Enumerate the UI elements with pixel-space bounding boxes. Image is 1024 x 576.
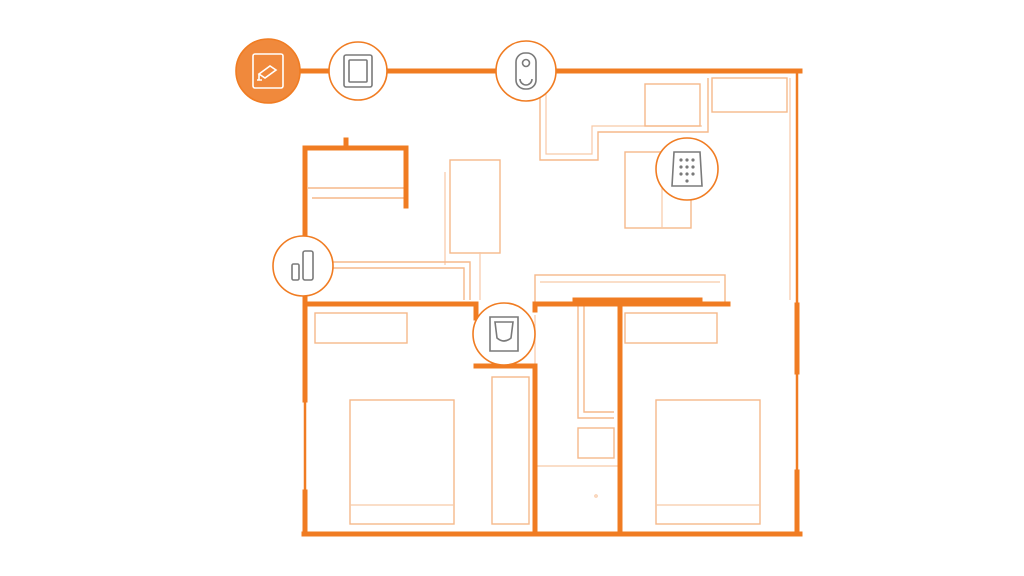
tablet-icon: [343, 54, 373, 88]
motion-sensor-marker[interactable]: [472, 302, 536, 366]
coffee-table: [449, 159, 501, 254]
motion-sensor-icon: [489, 316, 519, 352]
right-bed: [655, 399, 761, 525]
camera-icon: [257, 65, 278, 81]
video-doorbell-marker[interactable]: [495, 40, 557, 102]
security-camera-marker[interactable]: [235, 38, 301, 104]
right-bedroom-dresser: [624, 312, 718, 344]
left-bed: [349, 399, 455, 525]
doorbell-icon: [515, 52, 537, 90]
furniture-layer: [308, 77, 791, 525]
left-wardrobe: [491, 376, 530, 525]
door-sensor-marker[interactable]: [272, 235, 334, 297]
keypad-icon: [671, 151, 703, 187]
left-wall: [302, 145, 409, 241]
kitchen-sink: [644, 83, 701, 127]
smart-panel-marker[interactable]: [328, 41, 388, 101]
left-bedroom-dresser: [314, 312, 408, 344]
couch: [308, 187, 406, 199]
kitchen-shelf: [711, 77, 788, 113]
bath-cabinet: [577, 305, 614, 419]
walls-layer: [297, 68, 803, 537]
media-console: [310, 261, 471, 300]
keypad-marker[interactable]: [655, 137, 719, 201]
kitchen-counter: [539, 78, 709, 161]
contact-sensor-icon: [291, 250, 314, 281]
toilet: [577, 427, 615, 459]
